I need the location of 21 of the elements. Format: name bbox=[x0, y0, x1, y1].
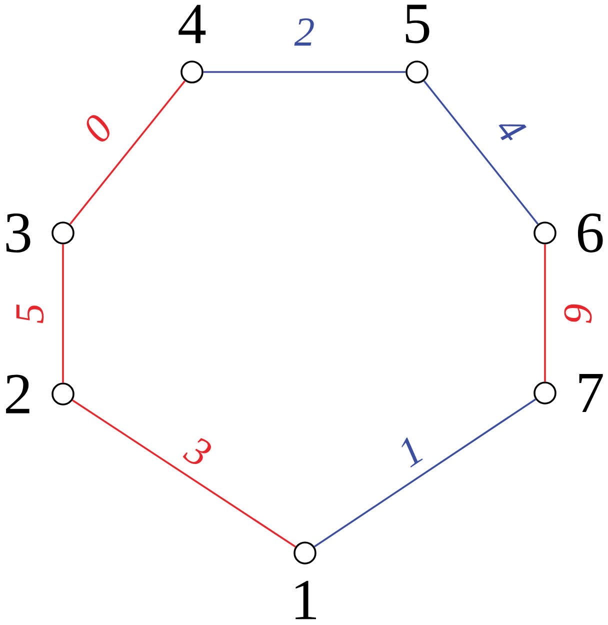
vertex-label: 2 bbox=[6, 374, 30, 414]
vertex-label: 5 bbox=[406, 4, 430, 44]
edge-label: 1 bbox=[402, 437, 423, 468]
vertex-label: 7 bbox=[579, 374, 603, 412]
edge-line bbox=[544, 244, 546, 382]
edge-line bbox=[203, 71, 406, 73]
edge-label: 6 bbox=[564, 304, 592, 324]
vertex-label: 4 bbox=[178, 4, 206, 44]
edge-label: 2 bbox=[294, 18, 314, 46]
edge-line bbox=[62, 244, 64, 383]
edge-label: 5 bbox=[16, 304, 44, 324]
vertex-label: 6 bbox=[578, 214, 603, 252]
edge-line bbox=[69, 80, 186, 225]
vertex-label: 3 bbox=[6, 214, 30, 252]
vertex-label: 1 bbox=[296, 580, 316, 620]
edge-line bbox=[72, 400, 296, 548]
edge-label: 3 bbox=[182, 438, 211, 464]
edge-label: 0 bbox=[86, 115, 110, 142]
edge-line bbox=[314, 398, 536, 548]
edge-line bbox=[423, 80, 539, 225]
edge-label: 4 bbox=[498, 124, 527, 140]
